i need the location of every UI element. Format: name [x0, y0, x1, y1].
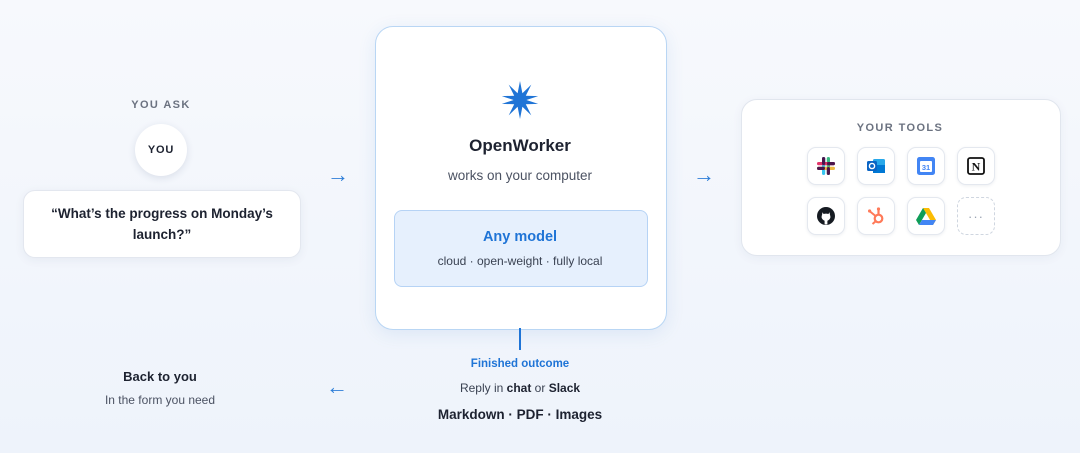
model-box — [394, 210, 648, 287]
openworker-star-icon — [501, 81, 539, 119]
calendar-number: 31 — [922, 163, 930, 172]
tools-heading: YOUR TOOLS — [856, 122, 944, 134]
reply-slack: Slack — [548, 381, 581, 395]
more-tools-icon[interactable]: ··· — [957, 197, 995, 235]
notion-letter: N — [972, 160, 981, 174]
outlook-icon[interactable] — [857, 147, 895, 185]
github-icon[interactable] — [807, 197, 845, 235]
reply-or: or — [534, 381, 546, 395]
tools-card — [741, 99, 1061, 256]
reply-chat: chat — [506, 381, 532, 395]
slack-icon[interactable] — [807, 147, 845, 185]
google-calendar-icon[interactable]: 31 — [907, 147, 945, 185]
hubspot-icon[interactable] — [857, 197, 895, 235]
arrow-right-icon: → — [327, 162, 349, 187]
outcome-label: Finished outcome — [470, 358, 570, 370]
reply-prefix: Reply in — [459, 381, 504, 395]
notion-icon[interactable]: N — [957, 147, 995, 185]
arrow-left-icon: ← — [326, 374, 348, 399]
output-formats: Markdown · PDF · Images — [437, 407, 603, 422]
more-tools-label: ··· — [968, 208, 984, 224]
you-avatar-label: YOU — [147, 144, 175, 156]
arrow-right-icon: → — [693, 162, 715, 187]
google-drive-icon[interactable] — [907, 197, 945, 235]
model-options: cloud · open-weight · fully local — [437, 254, 603, 268]
back-title: Back to you — [123, 369, 197, 384]
model-title: Any model — [482, 229, 558, 245]
reply-line: Reply in chat or Slack — [375, 381, 665, 395]
openworker-title: OpenWorker — [469, 136, 571, 155]
openworker-subtitle: works on your computer — [447, 168, 593, 183]
you-avatar: YOU — [135, 124, 187, 176]
you-ask-heading: YOU ASK — [131, 99, 191, 111]
connector-line — [519, 328, 521, 350]
question-text: “What’s the progress on Monday’s launch?… — [51, 206, 273, 242]
back-subtitle: In the form you need — [104, 393, 216, 407]
question-card: “What’s the progress on Monday’s launch?… — [23, 190, 301, 258]
